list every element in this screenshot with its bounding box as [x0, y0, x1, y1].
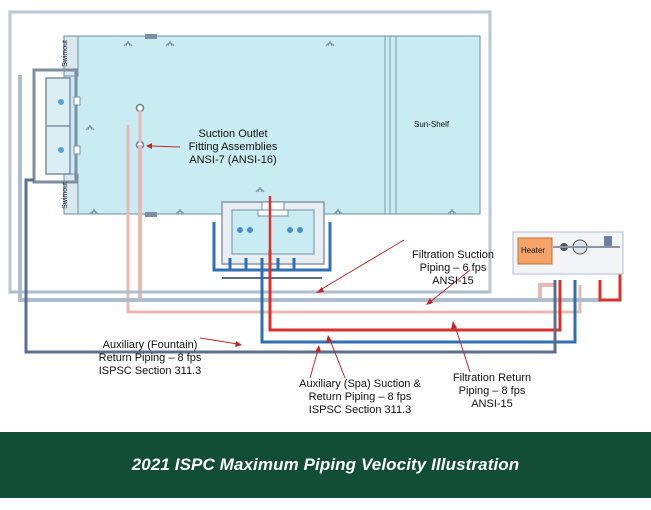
title-banner: 2021 ISPC Maximum Piping Velocity Illust…	[0, 432, 651, 498]
aux-fountain-pipe	[24, 178, 557, 354]
swimout-top-label: Swimout	[61, 40, 69, 67]
swimout-bottom	[63, 173, 79, 215]
filtration-return-label: Filtration Return Piping – 8 fps ANSI-15	[452, 372, 532, 410]
swimout-bottom-label: Swimout	[61, 182, 69, 209]
pool-water	[63, 35, 481, 215]
heater	[517, 237, 553, 265]
heater-label: Heater	[521, 246, 546, 255]
sun-shelf-label: Sun-Shelf	[414, 120, 450, 129]
spa-return-manifold	[212, 222, 332, 272]
aux-spa-label: Auxiliary (Spa) Suction & Return Piping …	[299, 378, 421, 416]
banner-title: 2021 ISPC Maximum Piping Velocity Illust…	[131, 455, 520, 474]
fountain-jets	[85, 40, 457, 215]
pool-piping-diagram	[8, 10, 624, 379]
aux-spa-pipe	[260, 270, 577, 344]
swimout-top	[63, 35, 79, 77]
filtration-return-pipe	[268, 250, 622, 332]
filtration-suction-label: Filtration Suction Piping – 6 fps ANSI-1…	[412, 249, 494, 287]
left-skimmer-frame	[32, 68, 78, 184]
aux-fountain-label: Auxiliary (Fountain) Return Piping – 8 f…	[98, 339, 202, 377]
bottom-strip	[0, 498, 651, 510]
suction-outlet-label: Suction Outlet Fitting Assemblies ANSI-7…	[188, 128, 278, 166]
suction-outlet-fitting-1	[135, 103, 145, 113]
